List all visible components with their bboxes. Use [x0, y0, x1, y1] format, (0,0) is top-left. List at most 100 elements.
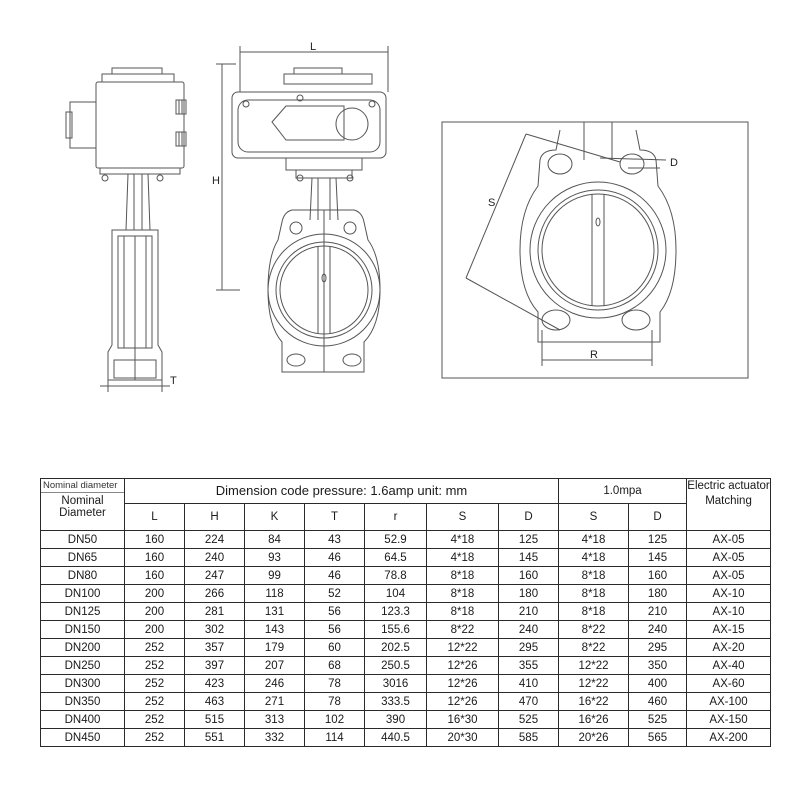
table-cell: 160: [124, 548, 185, 567]
table-cell: 3016: [364, 674, 427, 693]
table-cell: 99: [244, 566, 305, 585]
table-cell: AX-10: [686, 602, 772, 621]
table-cell: 43: [304, 530, 365, 549]
table-cell: 8*22: [558, 638, 630, 657]
table-cell: 423: [184, 674, 245, 693]
nominal-diameter-label: Nominal Diameter: [59, 495, 106, 519]
dim-label-t: T: [170, 375, 177, 387]
table-cell: 271: [244, 692, 305, 711]
table-cell: 78.8: [364, 566, 427, 585]
table-cell: 12*26: [426, 692, 499, 711]
table-cell: 8*18: [426, 584, 499, 603]
table-cell: AX-150: [686, 710, 772, 729]
table-cell: 390: [364, 710, 427, 729]
nominal-diameter-caption: Nominal diameter: [41, 480, 124, 493]
table-cell: 252: [124, 638, 185, 657]
dim-label-h: H: [212, 175, 220, 187]
table-cell: 8*18: [558, 566, 630, 585]
table-cell: DN250: [40, 656, 125, 675]
table-cell: 125: [497, 530, 560, 549]
table-cell: 240: [628, 620, 688, 639]
table-cell: 179: [244, 638, 305, 657]
nominal-diameter-header: Nominal diameter Nominal Diameter: [40, 478, 125, 531]
dim-label-s: S: [488, 197, 495, 209]
mpa-header-1: D: [628, 503, 688, 531]
table-cell: 240: [497, 620, 560, 639]
table-cell: 202.5: [364, 638, 427, 657]
table-cell: AX-200: [686, 728, 772, 747]
table-cell: 102: [304, 710, 365, 729]
side-view: [65, 67, 187, 392]
table-cell: 8*18: [426, 566, 499, 585]
col-header-0: L: [124, 503, 185, 531]
table-cell: 247: [184, 566, 245, 585]
table-cell: 4*18: [558, 548, 630, 567]
table-cell: 397: [184, 656, 245, 675]
table-cell: 295: [628, 638, 688, 657]
table-cell: 246: [244, 674, 305, 693]
table-cell: 4*18: [558, 530, 630, 549]
table-cell: 250.5: [364, 656, 427, 675]
dimension-table: Nominal diameter Nominal Diameter Dimens…: [40, 478, 772, 747]
valve-technical-drawing: L H T S D R: [65, 41, 749, 392]
table-cell: AX-15: [686, 620, 772, 639]
table-cell: 200: [124, 620, 185, 639]
table-cell: 333.5: [364, 692, 427, 711]
table-cell: 60: [304, 638, 365, 657]
table-cell: AX-20: [686, 638, 772, 657]
table-cell: 12*26: [426, 656, 499, 675]
table-cell: 16*26: [558, 710, 630, 729]
table-cell: 12*22: [558, 674, 630, 693]
table-cell: AX-05: [686, 548, 772, 567]
table-cell: DN100: [40, 584, 125, 603]
table-cell: 565: [628, 728, 688, 747]
table-cell: 8*18: [558, 602, 630, 621]
table-cell: 12*22: [558, 656, 630, 675]
table-cell: 114: [304, 728, 365, 747]
mpa-header-0: S: [558, 503, 630, 531]
table-cell: AX-05: [686, 566, 772, 585]
table-cell: 160: [124, 566, 185, 585]
table-cell: 410: [497, 674, 560, 693]
table-cell: 357: [184, 638, 245, 657]
col-header-2: K: [244, 503, 305, 531]
table-cell: 440.5: [364, 728, 427, 747]
table-cell: 125: [628, 530, 688, 549]
table-cell: 93: [244, 548, 305, 567]
table-cell: AX-100: [686, 692, 772, 711]
table-cell: 64.5: [364, 548, 427, 567]
table-cell: 78: [304, 692, 365, 711]
table-cell: 118: [244, 584, 305, 603]
table-cell: 145: [628, 548, 688, 567]
table-cell: DN80: [40, 566, 125, 585]
table-cell: 68: [304, 656, 365, 675]
table-cell: DN65: [40, 548, 125, 567]
table-cell: 525: [497, 710, 560, 729]
table-cell: AX-60: [686, 674, 772, 693]
table-cell: 123.3: [364, 602, 427, 621]
table-cell: 160: [628, 566, 688, 585]
table-cell: 332: [244, 728, 305, 747]
table-cell: DN200: [40, 638, 125, 657]
table-cell: AX-05: [686, 530, 772, 549]
table-cell: 302: [184, 620, 245, 639]
table-cell: DN400: [40, 710, 125, 729]
table-cell: 160: [497, 566, 560, 585]
table-cell: 160: [124, 530, 185, 549]
table-cell: 515: [184, 710, 245, 729]
table-cell: 281: [184, 602, 245, 621]
table-cell: 295: [497, 638, 560, 657]
table-cell: 551: [184, 728, 245, 747]
detail-view: [441, 121, 749, 379]
front-view: [216, 46, 389, 373]
col-header-1: H: [184, 503, 245, 531]
